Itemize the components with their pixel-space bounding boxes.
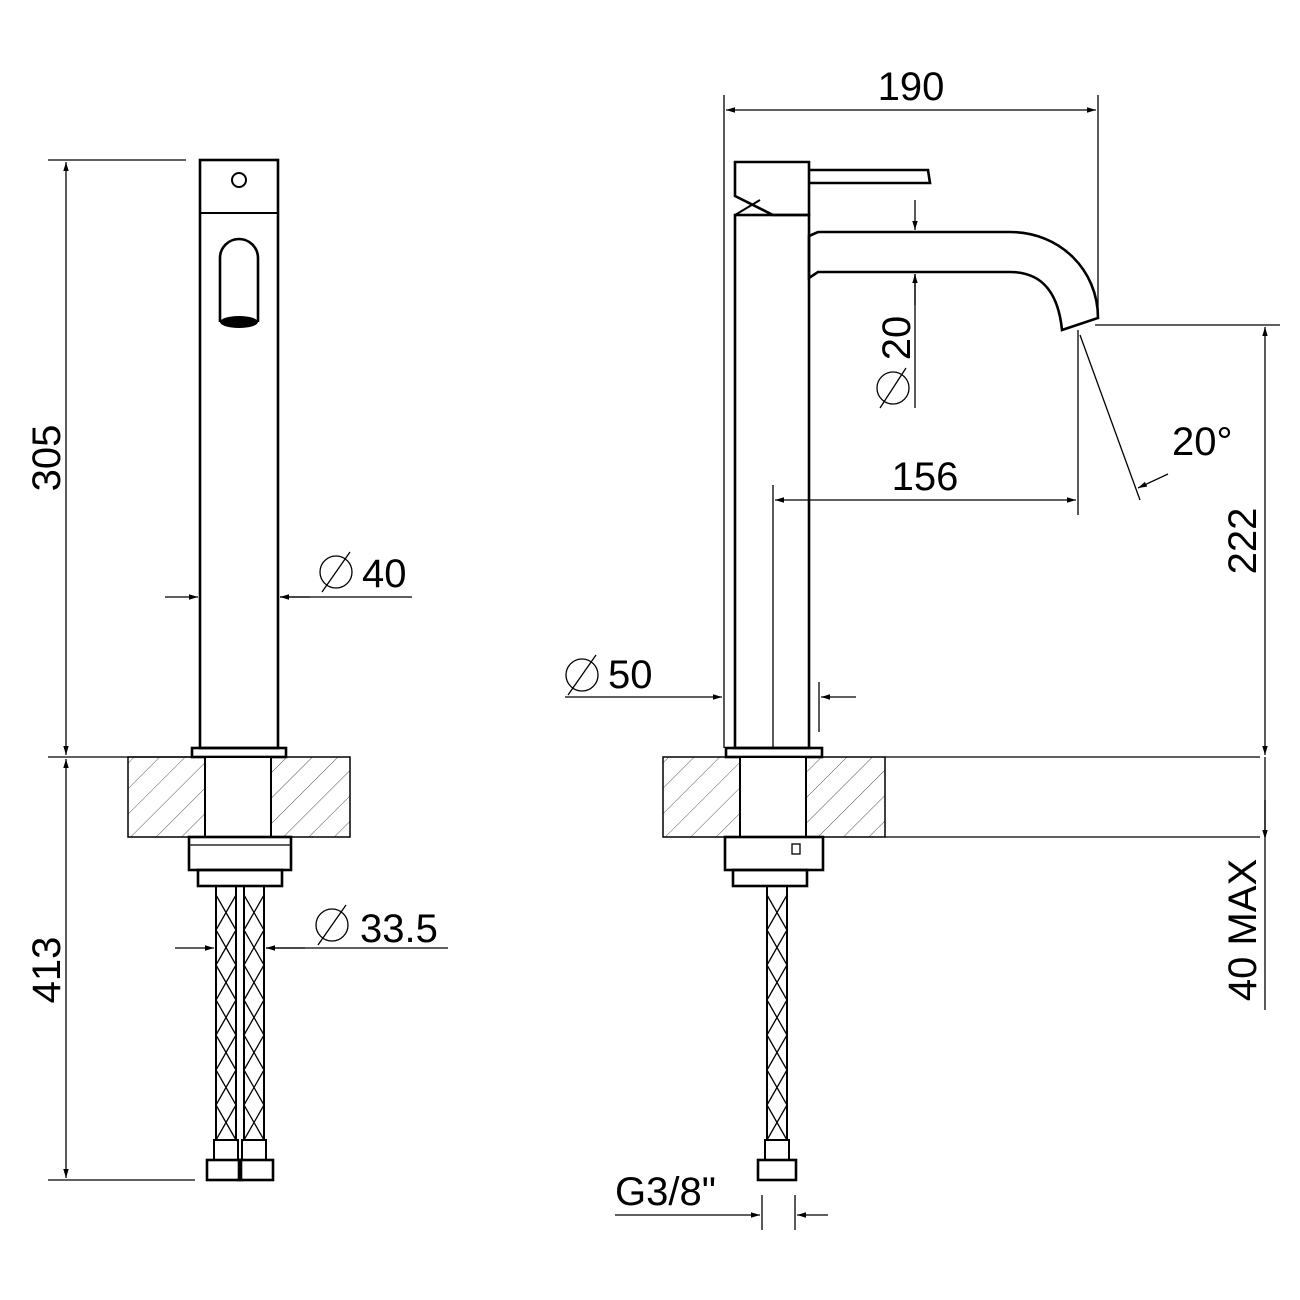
braided-hose-side xyxy=(756,886,798,1182)
shank-side xyxy=(739,756,807,838)
projection-190-label: 190 xyxy=(878,65,945,109)
faucet-body-front xyxy=(198,158,280,750)
spout-angle-line xyxy=(1079,334,1141,501)
braided-hoses-front xyxy=(205,886,275,1182)
aerator-slot xyxy=(218,237,260,322)
diameter-symbol-icon xyxy=(315,908,349,942)
diameter-50-label: 50 xyxy=(608,653,653,697)
handle-cap xyxy=(733,160,811,217)
diameter-33-5-label: 33.5 xyxy=(360,907,438,951)
indicator-dot-icon xyxy=(231,172,247,188)
height-222-label: 222 xyxy=(1221,508,1265,575)
diameter-symbol-icon xyxy=(319,555,353,589)
connection-g3-8-label: G3/8" xyxy=(615,1170,716,1214)
spout xyxy=(807,230,1100,332)
diameter-40-label: 40 xyxy=(362,552,407,596)
deck-40-max-label: 40 MAX xyxy=(1221,859,1265,1001)
base-ring-side xyxy=(724,746,824,759)
side-view: 190 20 20° 156 222 40 MAX 50 xyxy=(565,65,1280,1230)
length-413-label: 413 xyxy=(25,937,69,1004)
fixing-nut-side xyxy=(723,835,825,872)
front-view: 305 413 40 33.5 xyxy=(25,158,448,1182)
fixing-nut-front xyxy=(187,835,293,872)
height-305-label: 305 xyxy=(25,425,69,492)
shank-front xyxy=(204,756,272,838)
diameter-symbol-icon xyxy=(565,658,599,692)
diameter-symbol-icon xyxy=(876,371,910,405)
angle-20-label: 20° xyxy=(1172,420,1233,464)
faucet-body-side xyxy=(733,213,811,750)
lever-handle xyxy=(809,168,932,185)
base-ring-front xyxy=(190,746,288,759)
nut-washer-front xyxy=(196,868,284,888)
nut-washer-side xyxy=(731,868,809,888)
diameter-20-label: 20 xyxy=(875,316,919,361)
aerator-outlet xyxy=(220,316,258,328)
reach-156-label: 156 xyxy=(892,455,959,499)
